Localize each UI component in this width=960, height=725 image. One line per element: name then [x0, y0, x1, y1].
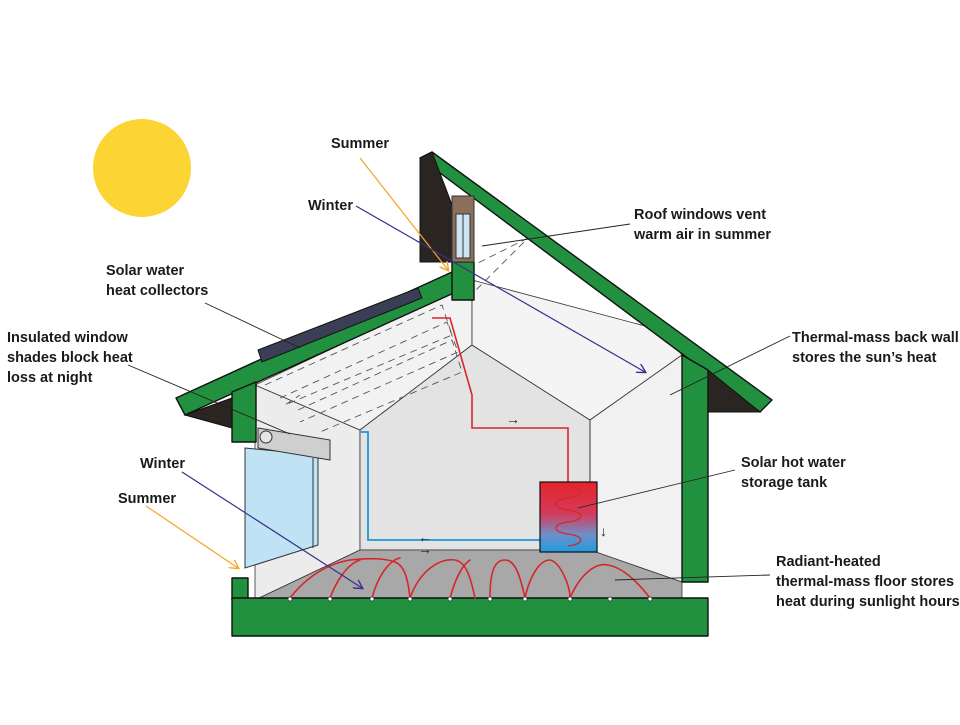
- summer-ray-top: [359, 157, 448, 270]
- flow-arrow-down: ↓: [600, 523, 607, 539]
- solar-collector-icon: [257, 287, 423, 363]
- window-shade-box: [257, 427, 331, 461]
- winter-ray-left: [181, 471, 362, 588]
- radiant-floor-tubing: [289, 557, 651, 599]
- label-window-shades: Insulated window shades block heat loss …: [7, 330, 137, 386]
- flow-arrow-right-bottom: →: [418, 541, 432, 557]
- winter-ray-top: [355, 205, 645, 372]
- flow-arrow-right-top: →: [506, 411, 520, 427]
- tubing-nodes: [287, 596, 653, 602]
- tank-coil: [555, 485, 582, 547]
- roof-underside-right: [707, 368, 762, 413]
- storage-tank-icon: [539, 481, 598, 553]
- label-floor: Radiant-heated thermal-mass floor stores…: [776, 554, 960, 610]
- hot-supply-pipe: [432, 317, 569, 484]
- sun-icon: [93, 119, 191, 217]
- label-storage-tank: Solar hot water storage tank: [741, 455, 850, 491]
- label-solar-collectors: Solar water heat collectors: [106, 263, 208, 299]
- cold-return-pipe: [360, 431, 540, 541]
- label-winter-left: Winter: [140, 456, 185, 472]
- label-summer-top: Summer: [331, 136, 389, 152]
- label-back-wall: Thermal-mass back wall stores the sun’s …: [792, 330, 960, 366]
- roof-underside-left: [183, 397, 233, 429]
- label-winter-top: Winter: [308, 198, 353, 214]
- summer-ray-left: [145, 505, 238, 568]
- label-roof-windows: Roof windows vent warm air in summer: [633, 207, 771, 243]
- leader-lines: [127, 223, 791, 581]
- flow-arrow-left: ←: [418, 529, 432, 545]
- ceiling-insulation-dashes: [264, 237, 529, 433]
- label-summer-left: Summer: [118, 491, 176, 507]
